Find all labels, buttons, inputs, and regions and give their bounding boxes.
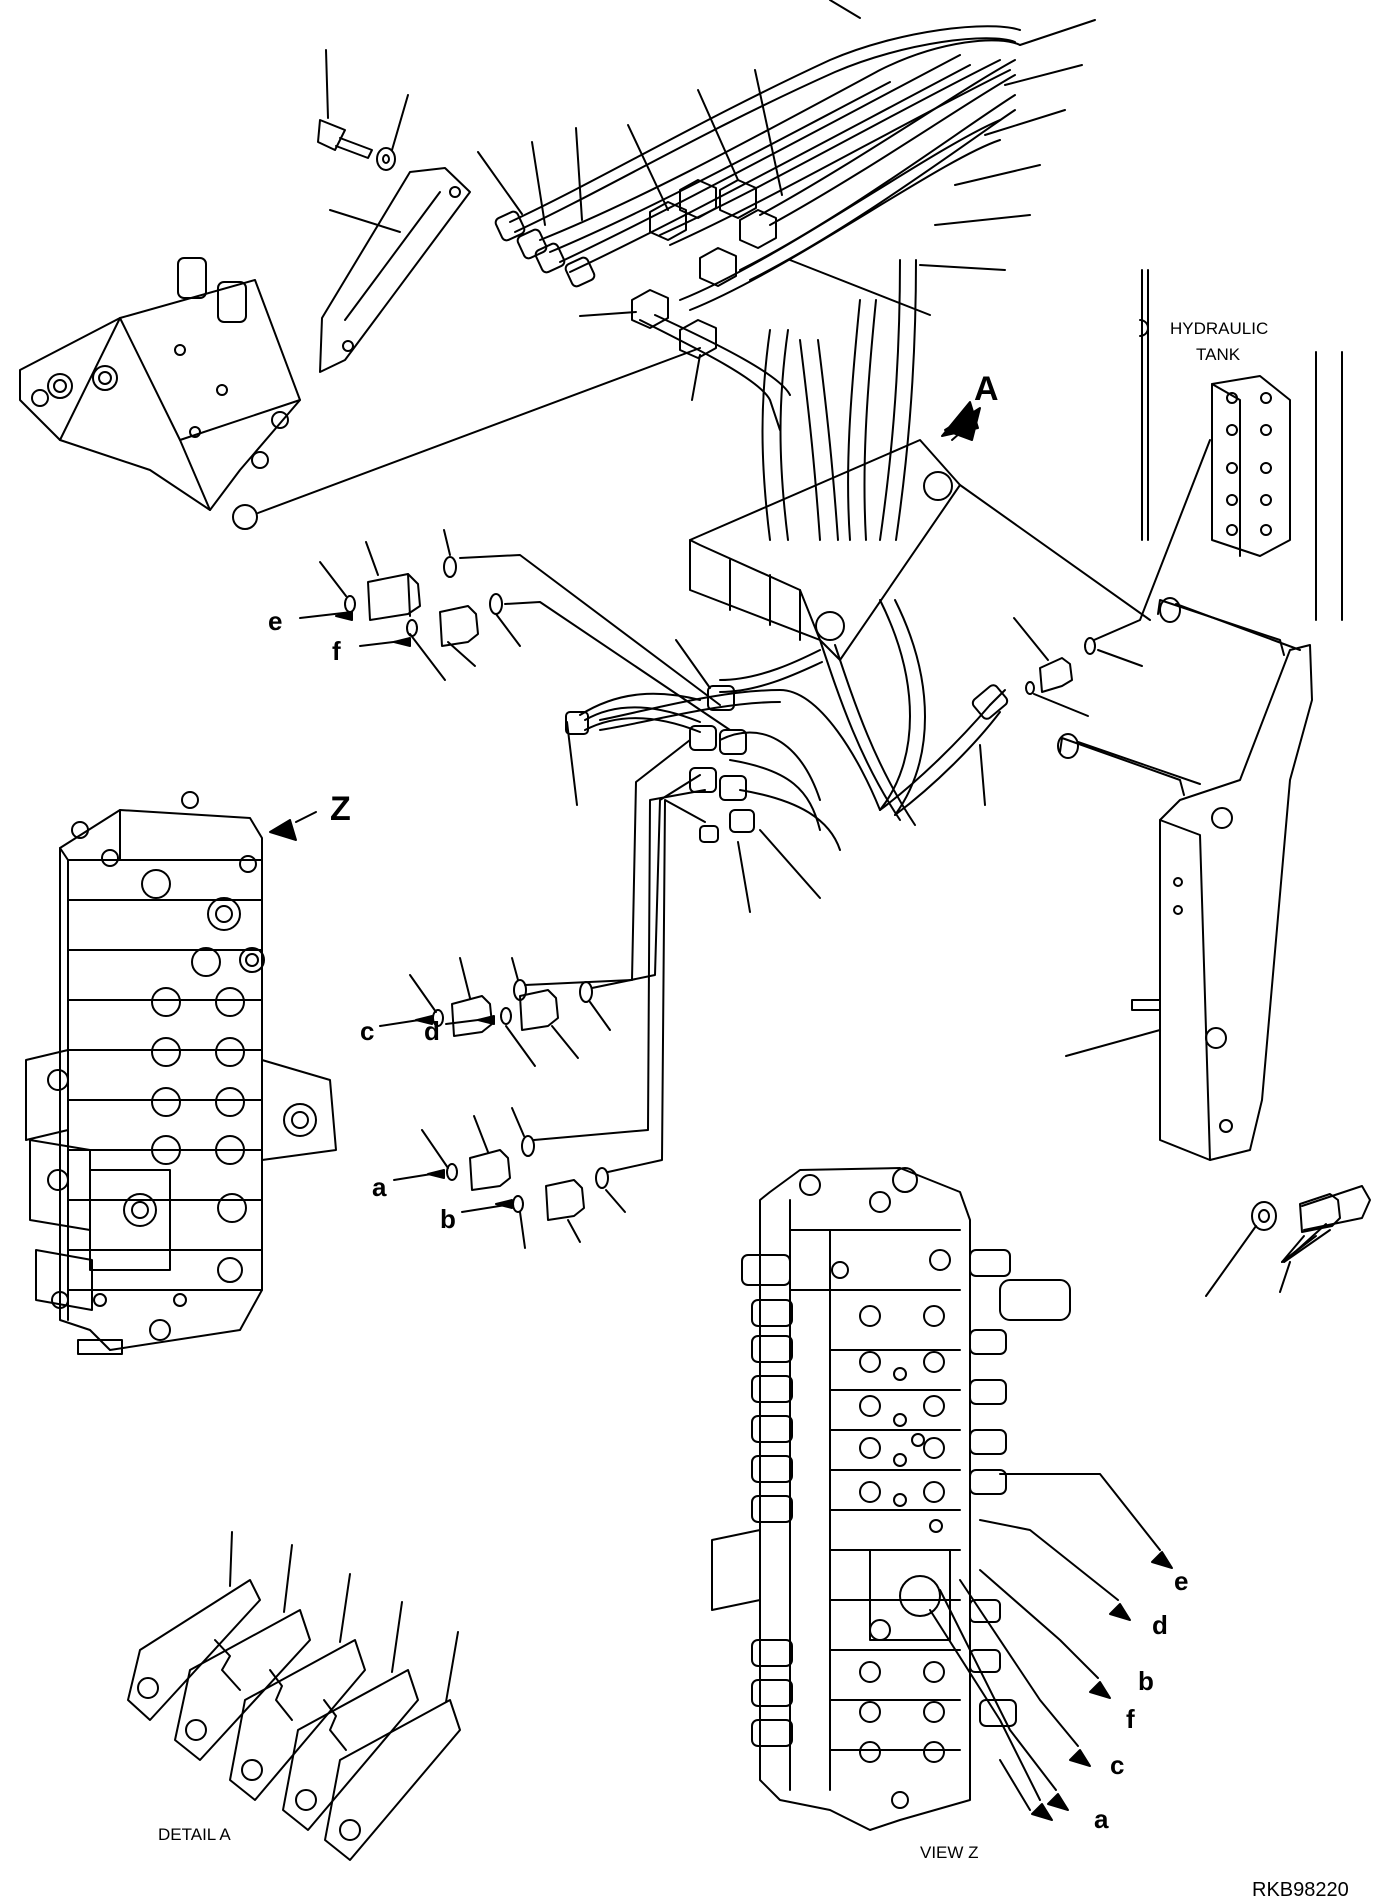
mount-plate-right	[1057, 597, 1313, 1161]
detail-a-caption: DETAIL A	[158, 1825, 231, 1844]
hydraulic-tank-label-line2: TANK	[1196, 345, 1241, 364]
adapter-e	[319, 529, 721, 706]
port-letter-d-left: d	[424, 1016, 440, 1046]
clamp-block-a	[689, 407, 1151, 661]
view-z-arrows	[1031, 1551, 1173, 1821]
adapter-d	[500, 774, 701, 1067]
hydraulic-tank-label-line1: HYDRAULIC	[1170, 319, 1268, 338]
hose-bundle-lower	[579, 599, 1009, 851]
control-valve-left	[25, 791, 337, 1355]
drawing-number: RKB98220	[1252, 1879, 1349, 1900]
washer-right	[1205, 1201, 1277, 1297]
port-letter-c-left: c	[360, 1016, 374, 1046]
port-arrow-lines-left	[299, 611, 513, 1213]
port-letter-f-left: f	[332, 636, 341, 666]
adapter-f	[406, 593, 731, 731]
adapter-a	[421, 789, 706, 1191]
view-z-caption: VIEW Z	[920, 1843, 979, 1862]
hose-left-fitting	[565, 706, 701, 735]
port-letter-b-left: b	[440, 1204, 456, 1234]
adapter-tank	[1013, 439, 1211, 717]
port-arrows-left	[335, 611, 513, 1209]
view-a-arrow	[941, 401, 979, 437]
control-valve-view-z	[711, 1167, 1071, 1831]
valve-block-top-left	[19, 257, 701, 530]
detail-a-plates	[127, 1531, 461, 1861]
hose-bundle-top	[509, 0, 1096, 541]
hydraulic-tank	[1139, 269, 1343, 621]
port-letter-a-left: a	[372, 1172, 387, 1202]
washer-top-left	[376, 94, 409, 171]
view-a-marker: A	[974, 370, 999, 408]
bolt-right	[1279, 1185, 1371, 1293]
port-letter-e-left: e	[268, 606, 282, 636]
port-letter-d-view-z: d	[1152, 1610, 1168, 1640]
view-z-leaders	[929, 1473, 1161, 1811]
fittings-top-row	[477, 69, 783, 401]
adapter-b	[512, 799, 706, 1249]
port-letter-f-view-z: f	[1126, 1704, 1135, 1734]
view-z-marker: Z	[330, 790, 351, 828]
fittings-lower-cluster	[566, 639, 821, 913]
port-letter-e-view-z: e	[1174, 1566, 1188, 1596]
bolt-top-left	[317, 49, 373, 159]
port-letter-c-view-z: c	[1110, 1750, 1124, 1780]
port-letter-a-view-z: a	[1094, 1804, 1109, 1834]
bracket-top-left	[319, 167, 471, 373]
port-letter-b-view-z: b	[1138, 1666, 1154, 1696]
